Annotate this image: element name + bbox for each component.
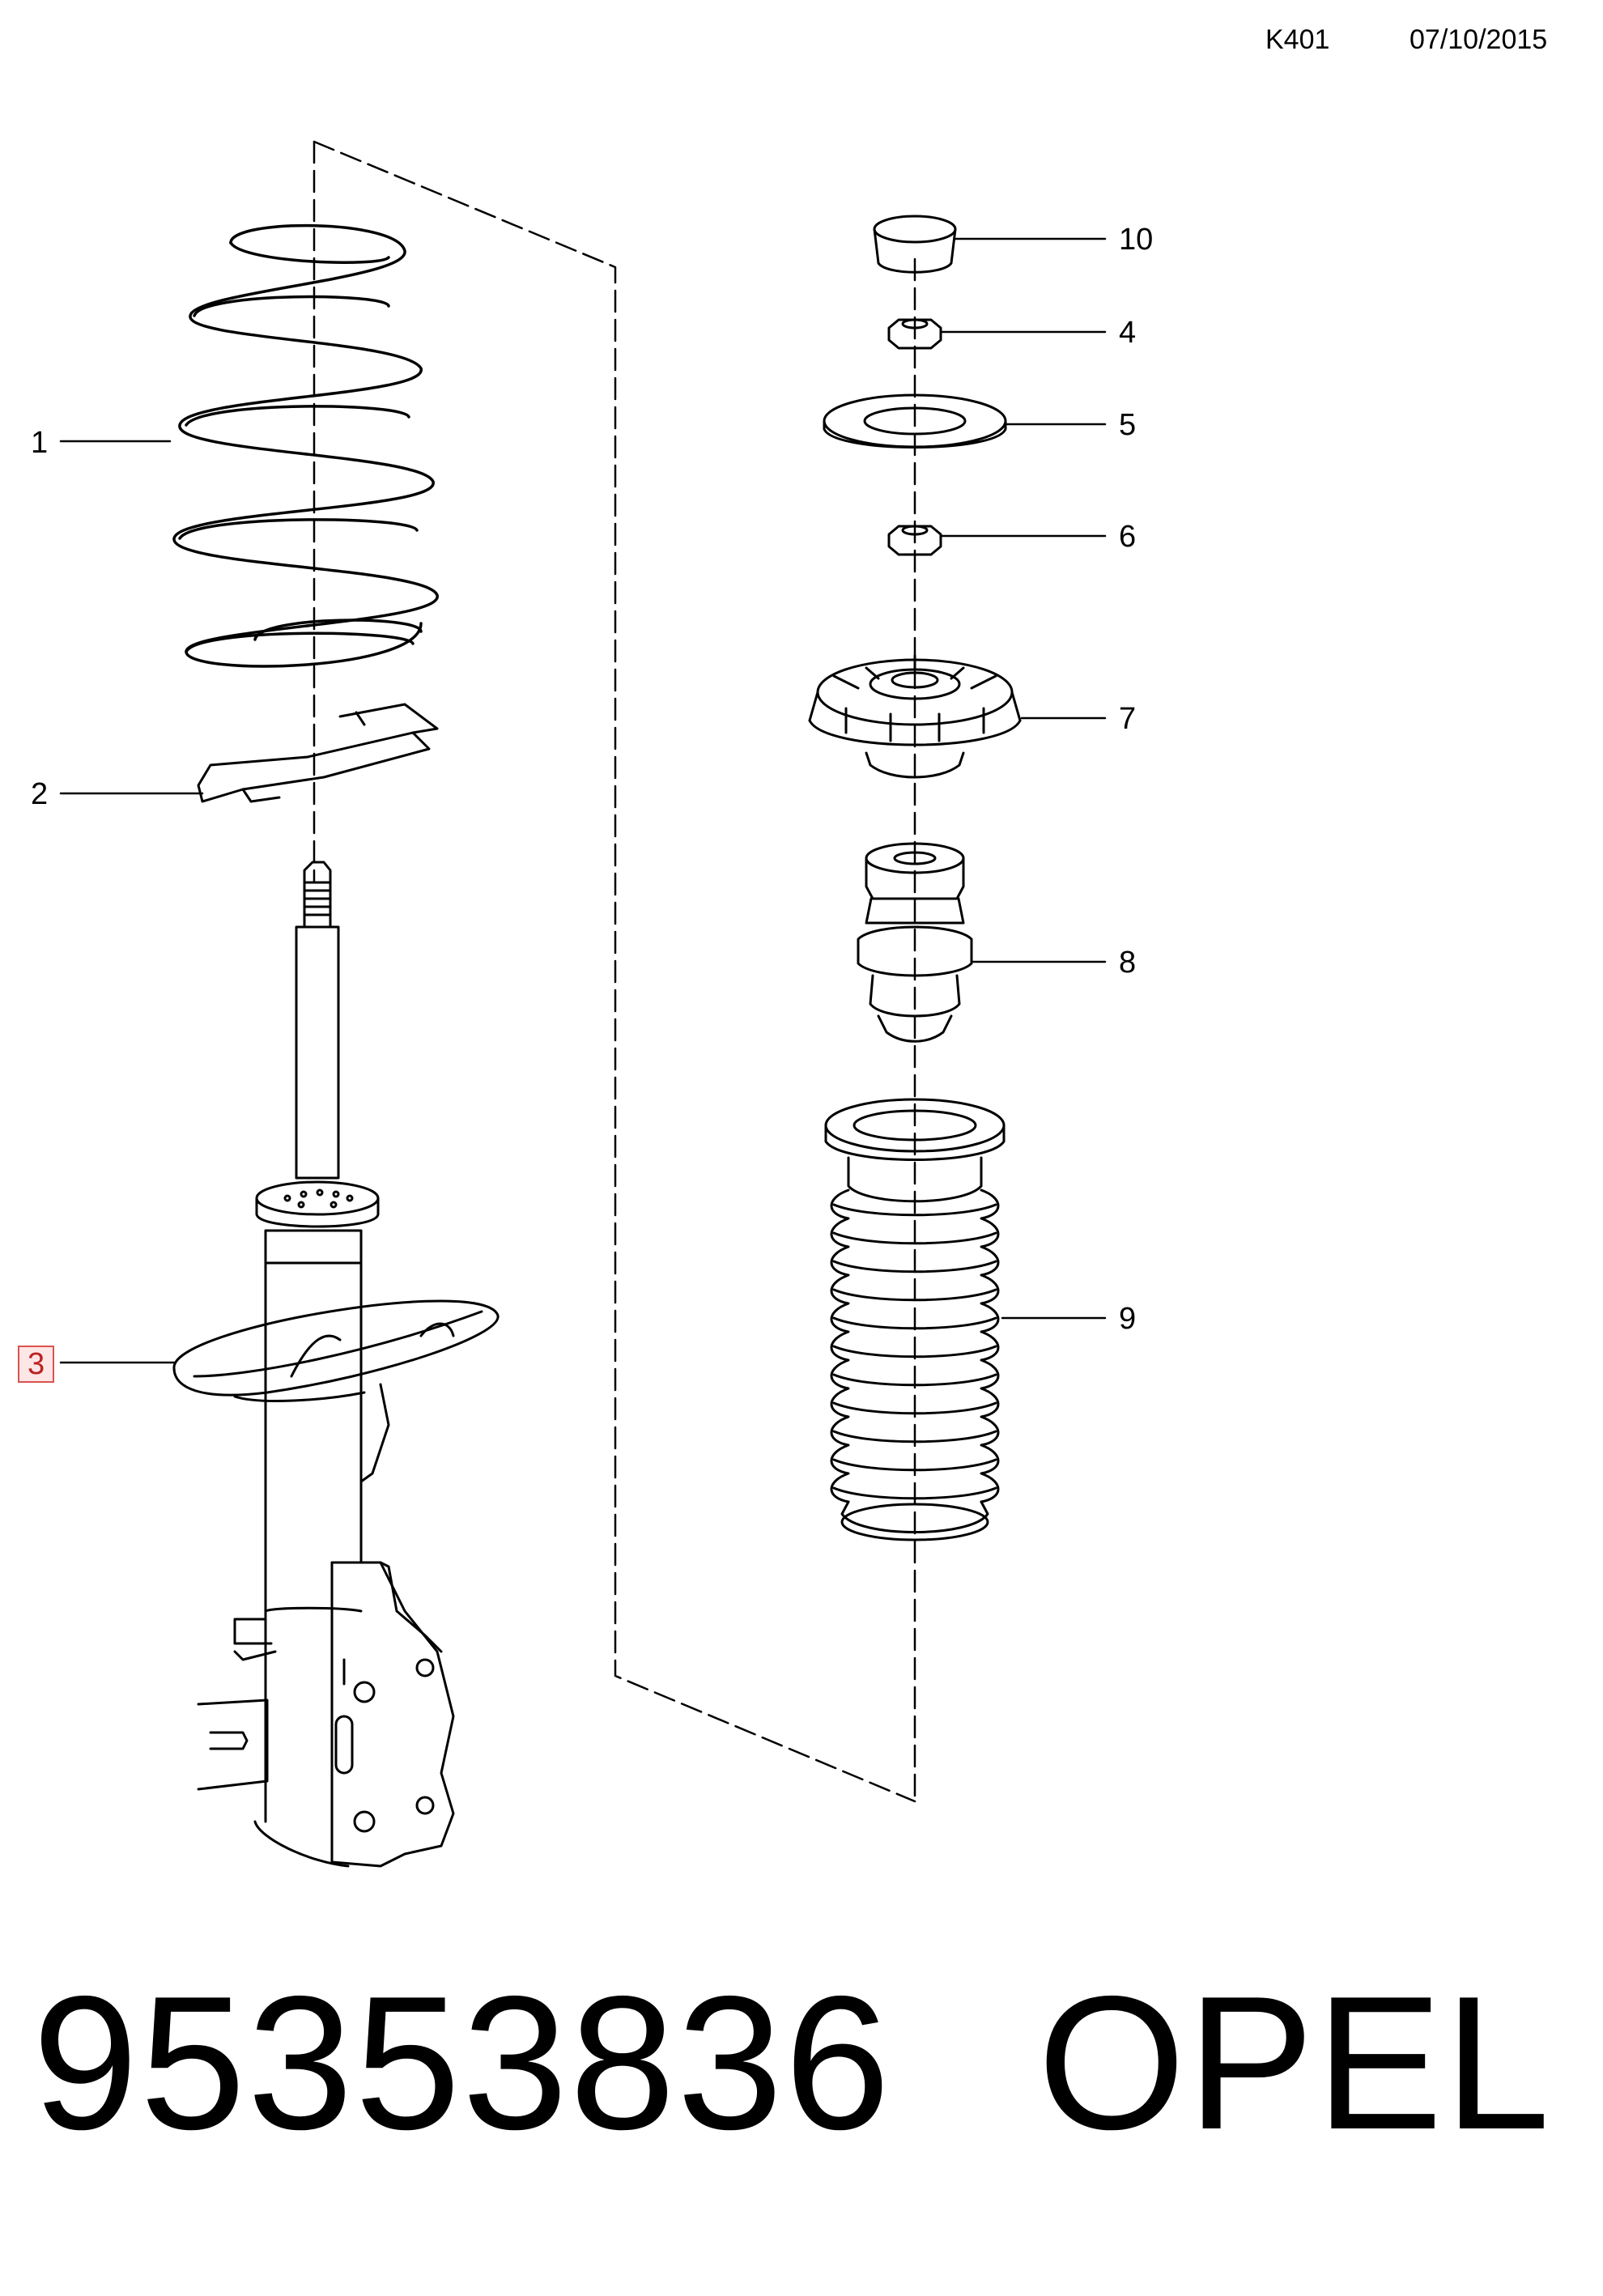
callout-8: 8 (1119, 946, 1137, 980)
callout-5: 5 (1119, 408, 1137, 442)
exploded-strut-diagram (59, 140, 1107, 1868)
callout-9: 9 (1119, 1302, 1137, 1336)
diagram-code: K401 (1265, 24, 1330, 55)
callout-10: 10 (1119, 223, 1154, 257)
callout-7: 7 (1119, 702, 1137, 736)
assembly-dash-lines (313, 140, 916, 1803)
strut-top-mount (808, 654, 1022, 779)
callout-3-highlighted[interactable]: 3 (18, 1346, 55, 1383)
brand-name: OPEL (1037, 1956, 1552, 2169)
dust-boot-bellows (824, 1098, 1006, 1541)
strut-shock-absorber (172, 861, 500, 1868)
diagram-date: 07/10/2015 (1410, 24, 1548, 55)
callout-4: 4 (1119, 316, 1137, 350)
washer-plate (823, 393, 1007, 449)
lock-nut (887, 525, 942, 556)
dust-cap (873, 215, 957, 274)
coil-spring (172, 223, 439, 668)
callout-2: 2 (31, 777, 49, 811)
callout-6: 6 (1119, 520, 1137, 554)
part-number: 95353836 (32, 1956, 892, 2169)
bump-stop (857, 842, 973, 1043)
top-nut (887, 318, 942, 350)
spring-insulator (197, 703, 439, 803)
callout-1: 1 (31, 426, 49, 460)
mount-holes-ring (283, 1188, 354, 1209)
bellows-convolutions (830, 1188, 1000, 1503)
leader-lines (59, 237, 1107, 1364)
